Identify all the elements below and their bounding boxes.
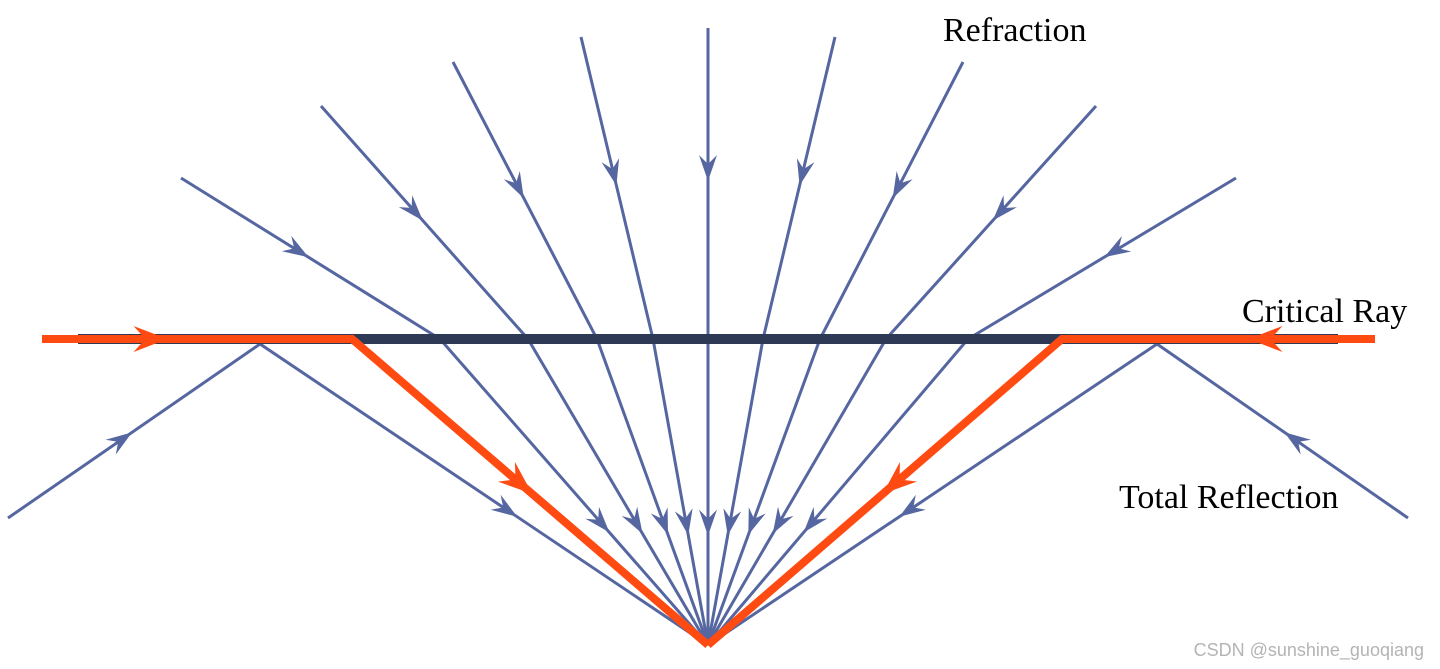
total-reflection-ray: [7, 342, 709, 647]
watermark: CSDN @sunshine_guoqiang: [1194, 640, 1424, 661]
ray-arrow: [699, 509, 717, 536]
ray-arrow: [601, 158, 620, 186]
critical-ray-arrow: [498, 461, 533, 494]
ray-arrow: [105, 432, 133, 455]
critical-ray-arrow: [1248, 326, 1283, 352]
ray-arrow: [992, 195, 1017, 221]
ray-arrow: [748, 507, 766, 535]
critical-ray-label: Critical Ray: [1242, 293, 1407, 330]
ray-arrow: [796, 158, 815, 186]
ray-arrow: [490, 494, 518, 517]
ray-arrow: [803, 506, 828, 533]
ray-arrow: [398, 195, 423, 221]
refracted-ray: [706, 61, 965, 646]
ray-arrow: [650, 507, 668, 535]
ray-arrow: [772, 506, 794, 534]
total-reflection-label: Total Reflection: [1119, 479, 1339, 516]
ray-arrow: [723, 508, 742, 536]
ray-arrow: [585, 506, 610, 533]
critical-ray-arrow: [133, 326, 168, 352]
ray-arrow: [621, 506, 643, 534]
ray-arrow: [892, 171, 913, 199]
ray-arrow: [1284, 432, 1311, 455]
critical-ray-arrow: [882, 461, 917, 494]
critical-ray: [705, 335, 1375, 649]
ray-arrow: [1104, 236, 1132, 258]
ray-arrow: [503, 171, 524, 199]
refraction-label: Refraction: [943, 12, 1087, 49]
critical-ray: [42, 335, 711, 649]
ray-arrow: [899, 494, 926, 517]
critical-rays: [42, 326, 1375, 649]
ray-arrow: [674, 508, 693, 536]
ray-arrow: [699, 155, 717, 181]
ray-arrow: [281, 235, 309, 258]
